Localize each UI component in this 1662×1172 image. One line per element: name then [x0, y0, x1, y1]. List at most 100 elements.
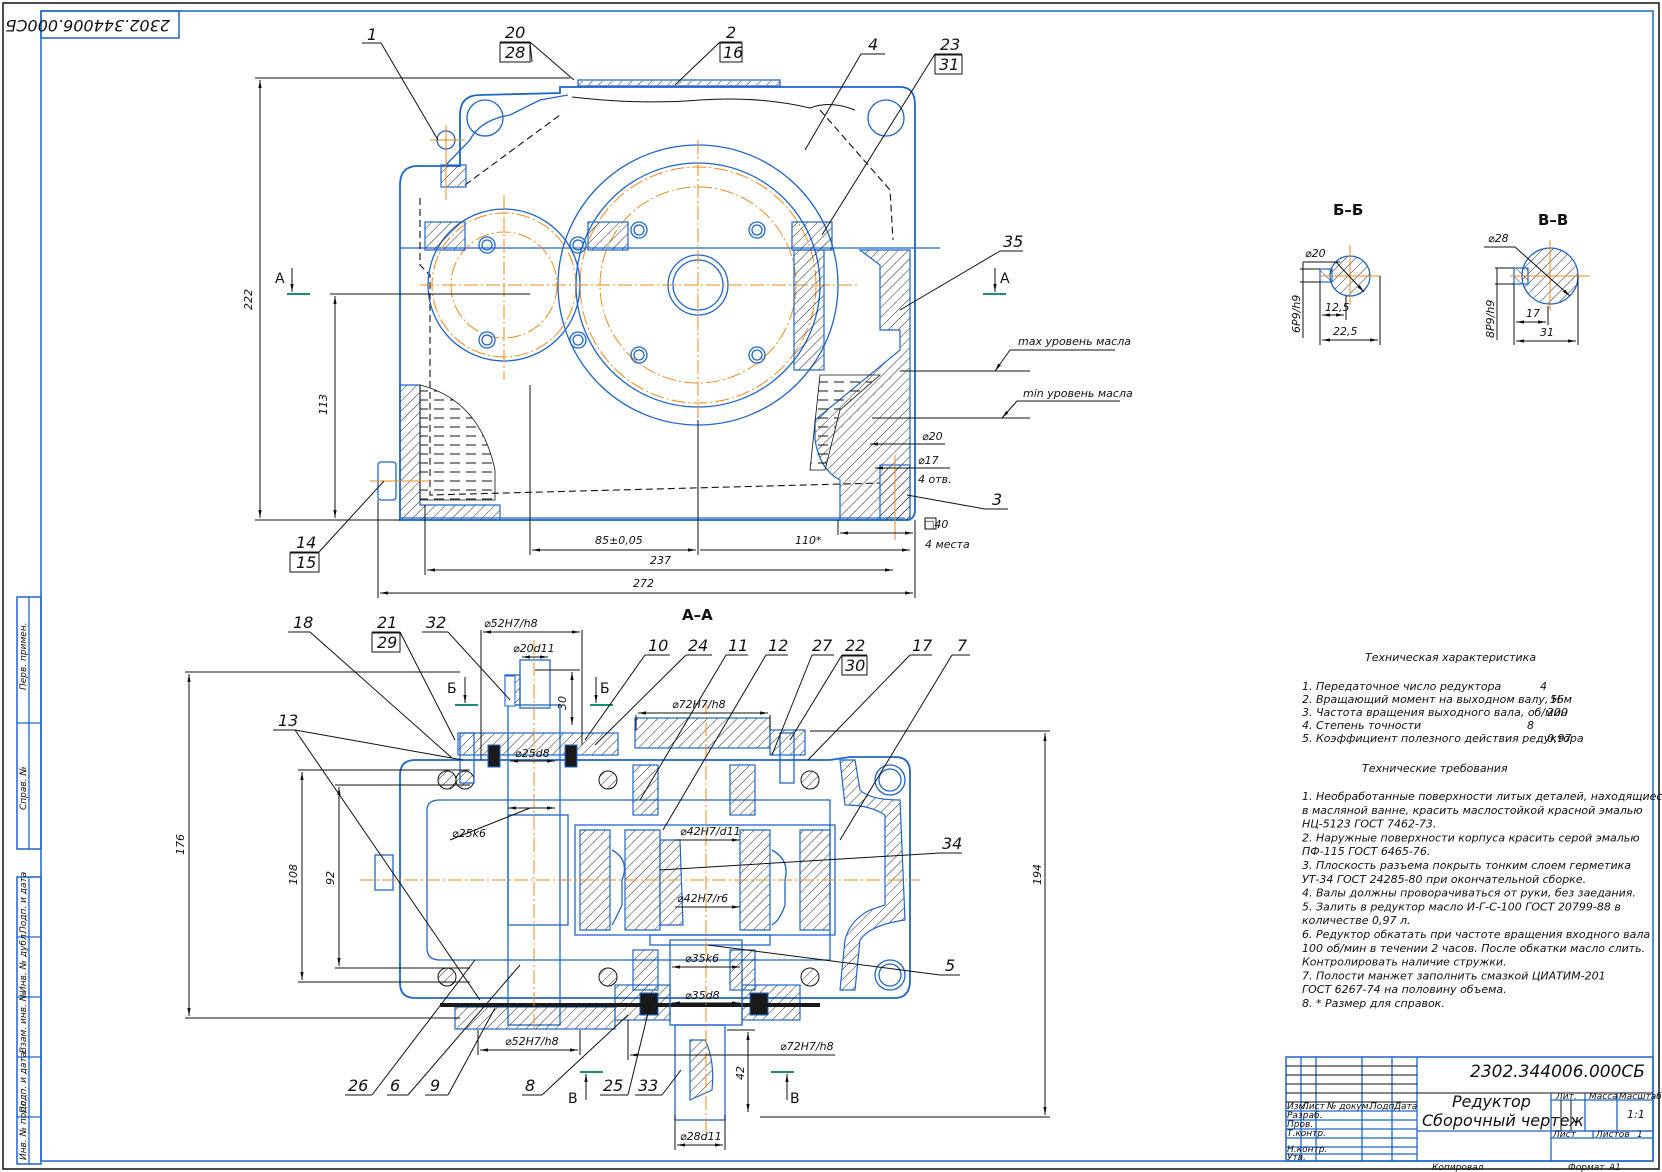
tech-requirement-line: 5. Залить в редуктор масло И-Г-С-100 ГОС…	[1302, 900, 1621, 913]
svg-text:22,5: 22,5	[1333, 325, 1358, 338]
svg-text:⌀42H7/r6: ⌀42H7/r6	[677, 892, 728, 905]
svg-text:8: 8	[1527, 719, 1534, 732]
stamp-inv-podl: Инв. № подл.	[19, 1098, 29, 1160]
callout-2-16: 2 16	[674, 23, 743, 86]
section-marker-b-right: Б	[590, 677, 613, 706]
callout-17: 17	[807, 636, 933, 761]
svg-text:108: 108	[287, 864, 300, 885]
svg-text:22: 22	[845, 636, 865, 655]
callout-32: 32	[422, 613, 511, 701]
dim-222: 222	[242, 289, 255, 310]
svg-text:Лист: Лист	[1301, 1102, 1326, 1112]
svg-text:4: 4	[1540, 680, 1547, 693]
callout-5: 5	[707, 944, 960, 976]
svg-text:27: 27	[812, 636, 833, 655]
svg-text:9: 9	[430, 1076, 440, 1095]
svg-text:⌀72H7/h8: ⌀72H7/h8	[672, 698, 726, 711]
svg-text:10: 10	[648, 636, 668, 655]
svg-text:12: 12	[768, 636, 788, 655]
svg-text:176: 176	[174, 834, 187, 855]
svg-text:21: 21	[377, 613, 397, 632]
format-value: А1	[1608, 1163, 1621, 1172]
svg-text:17: 17	[912, 636, 933, 655]
svg-text:8P9/h9: 8P9/h9	[1484, 300, 1497, 338]
svg-text:Дата: Дата	[1393, 1102, 1417, 1112]
svg-text:42: 42	[734, 1066, 747, 1080]
output-cover-top	[634, 717, 771, 749]
svg-text:3: 3	[992, 490, 1002, 509]
svg-text:Масса: Масса	[1589, 1092, 1618, 1102]
tech-requirement-line: в масляной ванне, красить маслостойкой к…	[1302, 804, 1643, 817]
section-bb: Б–Б ⌀20 6P9/h9 12,5 22,5	[1290, 201, 1381, 345]
bolt-holes	[466, 99, 905, 364]
callout-13: 13	[273, 711, 481, 1001]
svg-text:6: 6	[390, 1076, 400, 1095]
svg-text:1. Передаточное число редуктор: 1. Передаточное число редуктора	[1302, 680, 1502, 693]
callout-11: 11	[639, 636, 748, 801]
svg-text:⌀25k6: ⌀25k6	[452, 827, 486, 840]
stamp-perv-primen: Перв. примен.	[19, 622, 29, 690]
copied-label: Копировал	[1432, 1163, 1484, 1172]
dim-110-ref: 110*	[795, 534, 822, 547]
tech-requirement-line: количестве 0,97 л.	[1302, 914, 1411, 927]
stamp-sprav-no: Справ. №	[19, 766, 29, 810]
svg-text:⌀52H7/h8: ⌀52H7/h8	[484, 617, 538, 630]
callout-35: 35	[899, 232, 1023, 311]
oil-bath-left	[419, 384, 496, 501]
svg-text:30: 30	[556, 696, 569, 710]
svg-text:Пров.: Пров.	[1287, 1120, 1313, 1130]
input-cover-bottom	[454, 1006, 616, 1030]
stamp-podp-data-1: Подп. и дата	[19, 872, 29, 933]
svg-text:20: 20	[505, 23, 525, 42]
svg-text:25: 25	[603, 1076, 623, 1095]
section-aa-title: А–А	[682, 606, 713, 624]
svg-text:29: 29	[377, 633, 397, 652]
callout-1: 1	[362, 25, 439, 141]
dim-113: 113	[317, 394, 330, 415]
callout-20-28: 20 28	[499, 23, 575, 81]
title-block: Изм. Лист № докум. Подп. Дата Разраб. Пр…	[1285, 1056, 1662, 1172]
svg-text:200: 200	[1547, 706, 1568, 719]
callout-9: 9	[425, 1007, 496, 1096]
svg-text:194: 194	[1031, 864, 1044, 885]
svg-text:28: 28	[505, 43, 525, 62]
break-line	[571, 96, 856, 111]
svg-text:4: 4	[868, 35, 878, 54]
mirrored-code-text: 2302.344006.000СБ	[5, 16, 170, 35]
svg-text:1: 1	[367, 25, 377, 44]
svg-text:6P9/h9: 6P9/h9	[1290, 295, 1303, 333]
callout-24: 24	[594, 636, 712, 746]
svg-text:26: 26	[348, 1076, 368, 1095]
tech-characteristics-title: Техническая характеристика	[1365, 651, 1536, 664]
section-aa: А–А	[174, 606, 1050, 1150]
callout-27: 27	[771, 636, 834, 756]
svg-text:А: А	[1000, 271, 1010, 287]
svg-text:32: 32	[426, 613, 446, 632]
svg-text:3. Частота вращения выходного: 3. Частота вращения выходного вала, об/м…	[1302, 706, 1568, 719]
svg-text:⌀42H7/d11: ⌀42H7/d11	[680, 825, 741, 838]
svg-text:Изм.: Изм.	[1287, 1102, 1308, 1112]
svg-text:А: А	[275, 271, 285, 287]
tech-requirement-line: 7. Полости манжет заполнить смазкой ЦИАТ…	[1302, 969, 1606, 982]
callout-3: 3	[906, 490, 1008, 510]
tech-requirement-line: 2. Наружные поверхности корпуса красить …	[1302, 831, 1640, 844]
callout-7: 7	[839, 636, 970, 841]
svg-text:⌀52H7/h8: ⌀52H7/h8	[505, 1035, 559, 1048]
svg-text:23: 23	[940, 35, 960, 54]
tech-requirement-line: 3. Плоскость разъема покрыть тонким слое…	[1302, 859, 1631, 872]
svg-text:Масштаб: Масштаб	[1619, 1092, 1662, 1102]
section-marker-v-right: В	[771, 1071, 800, 1107]
svg-text:Б: Б	[600, 681, 610, 697]
tech-requirements: Технические требования 1. Необработанные…	[1302, 762, 1662, 1010]
svg-text:2. Вращающий момент на выходно: 2. Вращающий момент на выходном валу, Н·…	[1302, 693, 1572, 706]
callout-34: 34	[659, 834, 962, 871]
svg-text:24: 24	[688, 636, 708, 655]
section-vv-title: В–В	[1538, 211, 1568, 229]
svg-text:⌀20: ⌀20	[1305, 247, 1326, 260]
svg-text:Т.контр.: Т.контр.	[1287, 1129, 1326, 1139]
drawing-subtitle: Сборочный чертеж	[1422, 1111, 1584, 1130]
svg-text:12,5: 12,5	[1325, 301, 1350, 314]
svg-text:Утв.: Утв.	[1287, 1153, 1306, 1163]
